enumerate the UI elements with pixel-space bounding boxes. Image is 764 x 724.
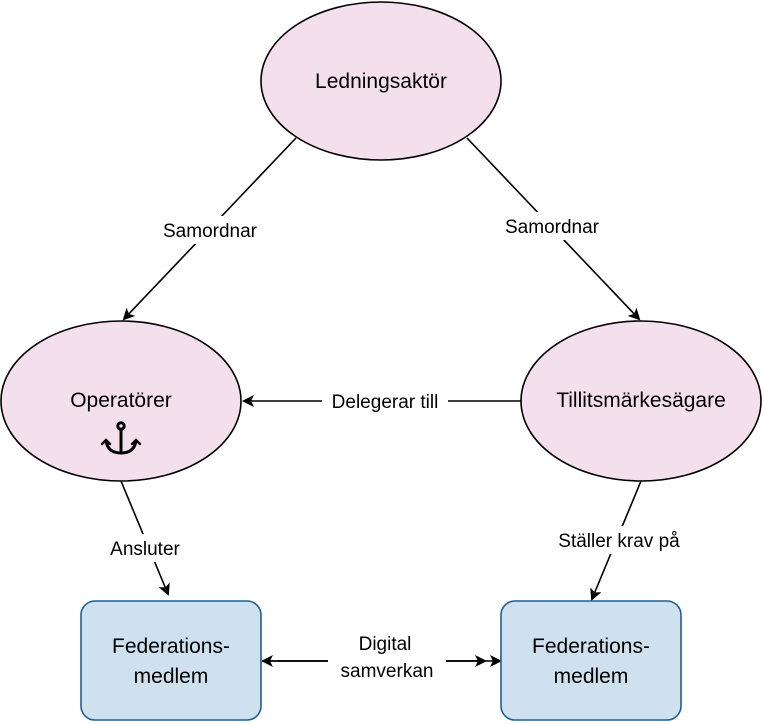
edge-delegerar-till: Delegerar till [242, 387, 521, 415]
node-federationsmedlem-right[interactable]: Federations- medlem [500, 600, 682, 721]
edge-staller-krav-pa: Ställer krav på [544, 480, 694, 601]
edge-label-staller-krav-pa: Ställer krav på [558, 531, 680, 552]
node-federationsmedlem-left[interactable]: Federations- medlem [80, 600, 262, 721]
edge-label-digital: Digital [359, 634, 412, 655]
node-ledningsaktor[interactable]: Ledningsaktör [260, 1, 502, 161]
edge-digital-samverkan: Digital samverkan [261, 628, 502, 686]
edge-label-samordnar-left: Samordnar [163, 221, 258, 242]
anchor-icon [100, 421, 142, 455]
node-label-federationsmedlem-left-line1: Federations- [112, 635, 230, 658]
edge-ansluter: Ansluter [100, 480, 190, 596]
edge-label-ansluter: Ansluter [110, 539, 180, 560]
node-label-ledningsaktor: Ledningsaktör [315, 70, 447, 93]
edge-label-samverkan: samverkan [341, 661, 434, 682]
node-operatorer[interactable]: Operatörer [0, 320, 242, 482]
node-label-federationsmedlem-left-line2: medlem [134, 665, 209, 688]
node-tillitsmarkesagare[interactable]: Tillitsmärkesägare [520, 320, 762, 482]
edge-label-samordnar-right: Samordnar [505, 217, 600, 238]
edge-samordnar-right: Samordnar [466, 137, 641, 321]
node-label-federationsmedlem-right-line2: medlem [554, 665, 629, 688]
node-label-federationsmedlem-right-line1: Federations- [532, 635, 650, 658]
edge-samordnar-left: Samordnar [122, 137, 297, 321]
node-label-tillitsmarkesagare: Tillitsmärkesägare [556, 389, 726, 412]
node-label-operatorer: Operatörer [70, 389, 172, 412]
edge-label-delegerar-till: Delegerar till [332, 392, 439, 413]
